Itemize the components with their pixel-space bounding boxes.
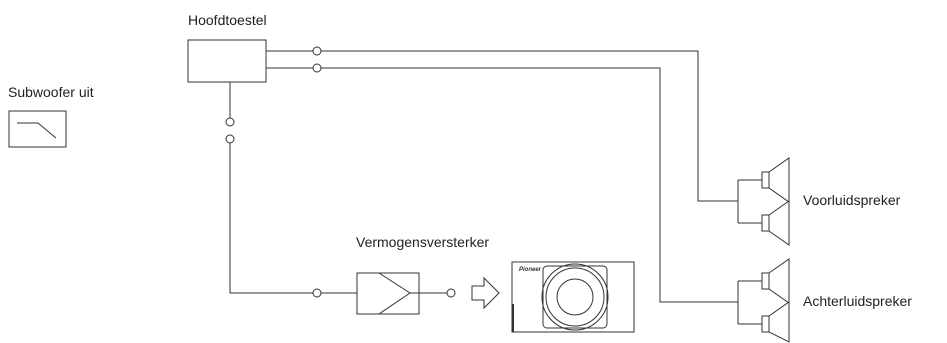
arrow-icon — [471, 276, 500, 310]
rear-speaker-wiring — [737, 280, 762, 325]
subwoofer-mode-label: Subwoofer uit — [8, 84, 94, 100]
subwoofer-output-wire — [225, 82, 357, 298]
rear-speaker-top-icon — [761, 258, 790, 304]
front-speaker-wiring — [737, 179, 762, 224]
front-speaker-bottom-icon — [761, 200, 790, 246]
subwoofer-icon: Pioneer — [511, 261, 635, 333]
subwoofer-filter-icon — [8, 110, 67, 148]
rear-speaker-label: Achterluidspreker — [803, 293, 912, 309]
rear-speaker-wire — [266, 63, 738, 303]
amplifier-icon — [356, 272, 420, 315]
head-unit-box — [187, 39, 267, 83]
head-unit-label: Hoofdtoestel — [188, 12, 267, 28]
pioneer-logo: Pioneer — [519, 267, 542, 273]
front-speaker-wire — [266, 46, 738, 202]
amplifier-label: Vermogensversterker — [356, 234, 489, 250]
amplifier-output-wire — [419, 288, 456, 298]
rear-speaker-bottom-icon — [761, 301, 790, 343]
front-speaker-label: Voorluidspreker — [803, 192, 901, 208]
front-speaker-top-icon — [761, 157, 790, 203]
